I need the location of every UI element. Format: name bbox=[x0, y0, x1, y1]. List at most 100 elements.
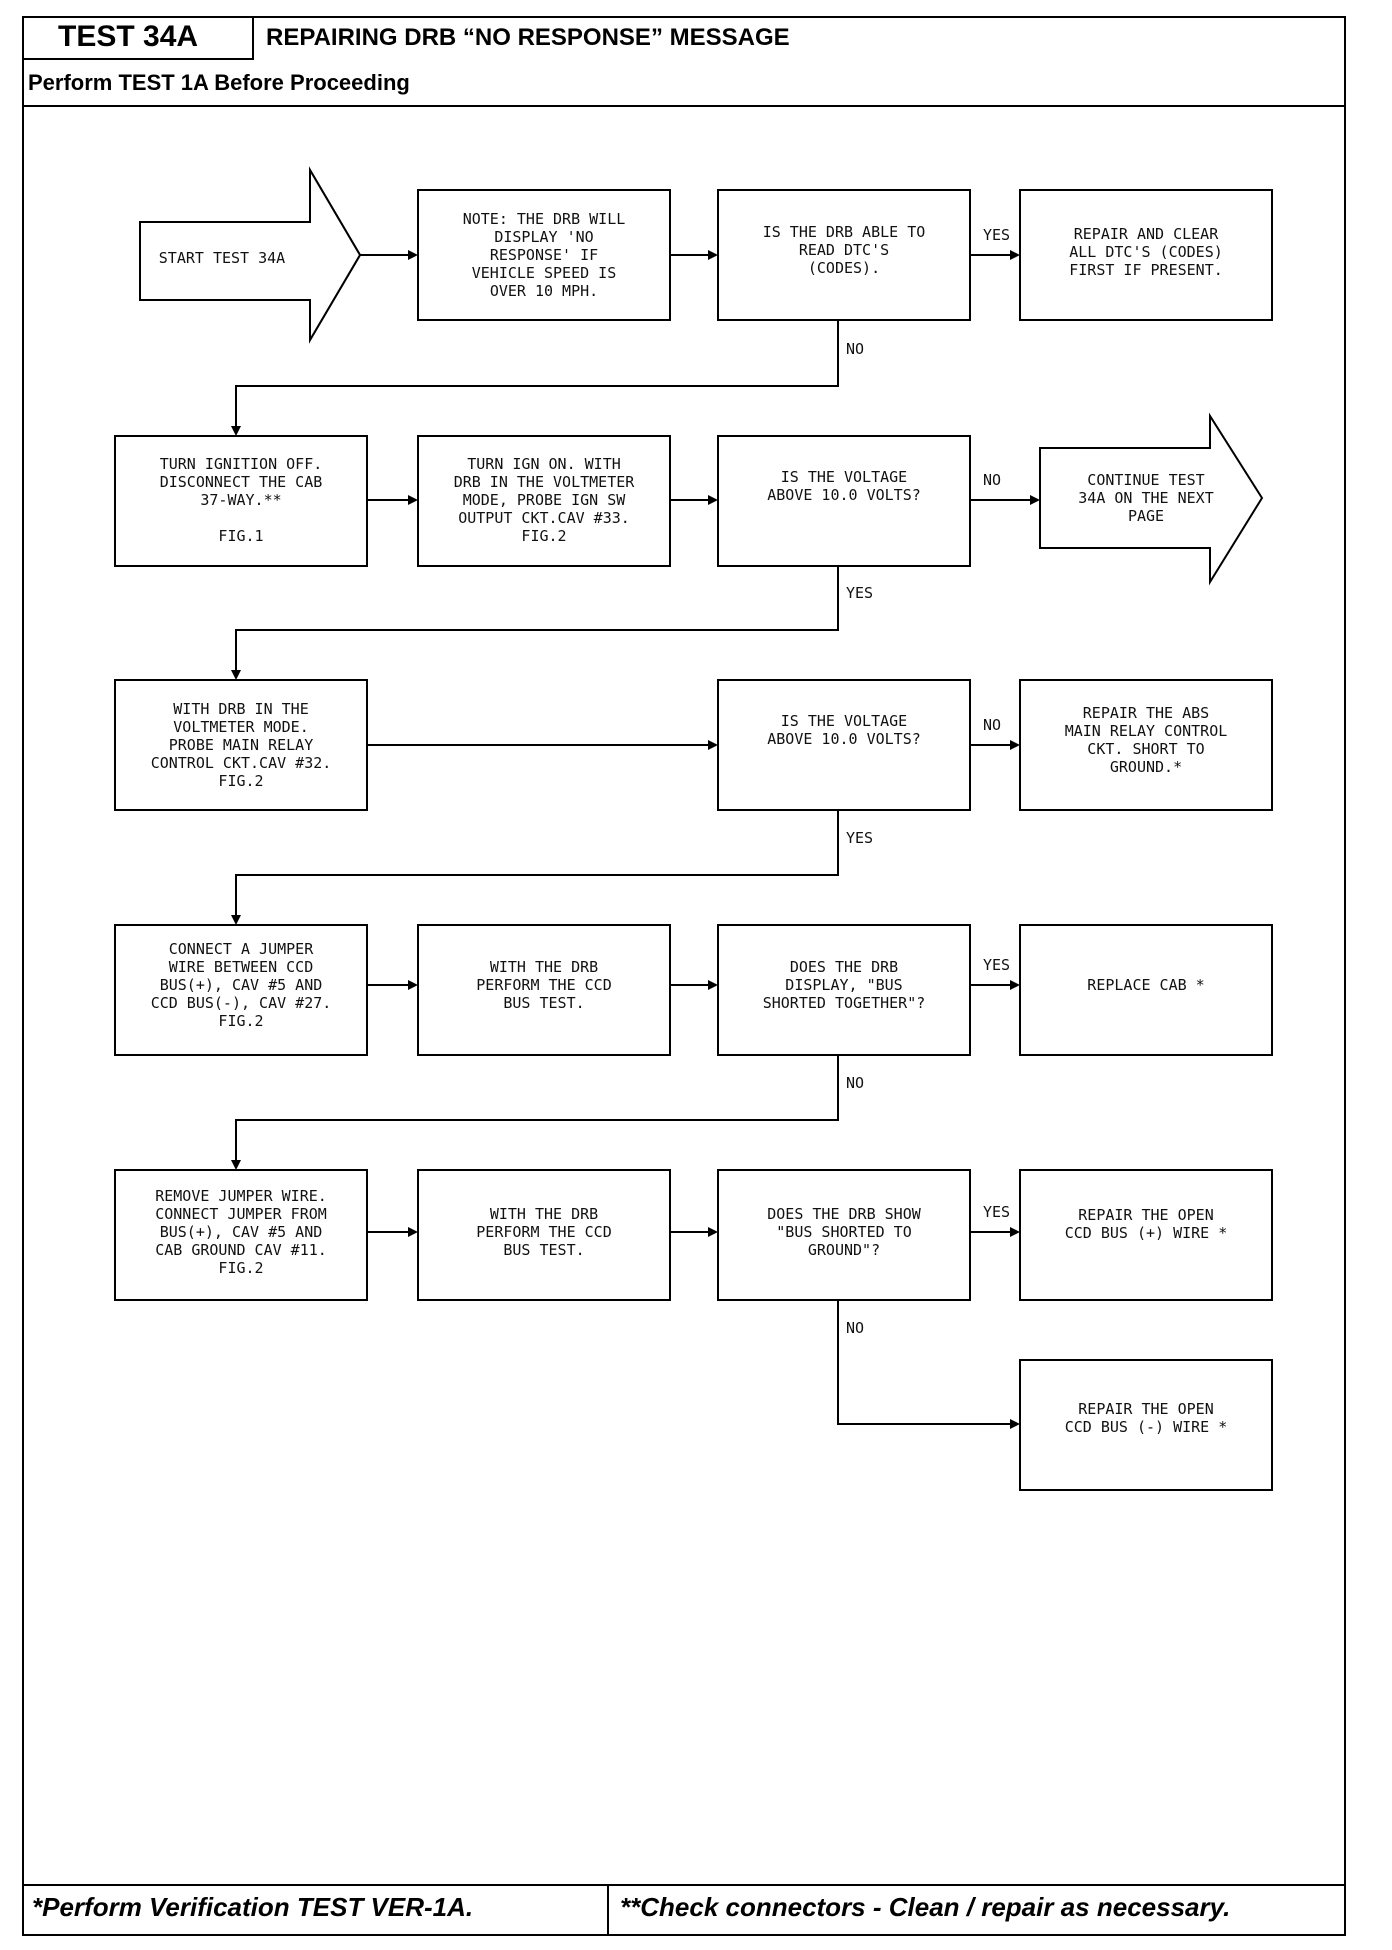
arrowhead bbox=[408, 1227, 418, 1237]
ccd-test-2-box bbox=[417, 1169, 671, 1301]
ccd-test-1-box bbox=[417, 924, 671, 1056]
decision-voltage-1 bbox=[717, 435, 971, 567]
repair-abs-relay-text-line: CKT. SHORT TO bbox=[1087, 740, 1204, 758]
turn-ign-on-text-line: FIG.2 bbox=[521, 527, 566, 545]
with-drb-voltmeter-text-line: CONTROL CKT.CAV #32. bbox=[151, 754, 332, 772]
repair-open-minus-text-line: REPAIR THE OPEN bbox=[1078, 1400, 1213, 1418]
footer-column-divider bbox=[607, 1884, 609, 1936]
arrowhead bbox=[408, 495, 418, 505]
arrowhead bbox=[231, 1160, 241, 1170]
note-text-line: DISPLAY 'NO bbox=[494, 228, 593, 246]
arrowhead bbox=[708, 250, 718, 260]
turn-ign-off-text-line: DISCONNECT THE CAB bbox=[160, 473, 323, 491]
start-node-body bbox=[139, 166, 362, 344]
repair-clear-dtcs-text-line: FIRST IF PRESENT. bbox=[1069, 261, 1223, 279]
arrowhead bbox=[1010, 1419, 1020, 1429]
arrowhead bbox=[708, 740, 718, 750]
question-shorted-together-line: DOES THE DRB bbox=[790, 958, 898, 976]
ccd-test-2-text-line: WITH THE DRB bbox=[490, 1205, 598, 1223]
remove-jumper-box bbox=[114, 1169, 368, 1301]
start-label-line: START TEST 34A bbox=[159, 249, 285, 267]
edge-label-yes: YES bbox=[983, 1203, 1010, 1221]
question-shorted-ground-line: DOES THE DRB SHOW bbox=[767, 1205, 921, 1223]
arrowhead bbox=[1010, 980, 1020, 990]
decision-shorted-ground bbox=[717, 1169, 971, 1301]
repair-open-plus-text-line: CCD BUS (+) WIRE * bbox=[1065, 1224, 1228, 1242]
edge-q1-no bbox=[235, 320, 839, 430]
repair-open-plus-text-line: REPAIR THE OPEN bbox=[1078, 1206, 1213, 1224]
arrowhead bbox=[231, 670, 241, 680]
connect-jumper-text-line: WIRE BETWEEN CCD bbox=[169, 958, 314, 976]
arrowhead bbox=[408, 980, 418, 990]
remove-jumper-text-line: FIG.2 bbox=[218, 1259, 263, 1277]
question-voltage-2-line: IS THE VOLTAGE bbox=[781, 712, 907, 730]
arrowhead bbox=[708, 1227, 718, 1237]
arrowhead bbox=[408, 250, 418, 260]
replace-cab-text-line: REPLACE CAB * bbox=[1087, 976, 1204, 994]
connect-jumper-text-line: CCD BUS(-), CAV #27. bbox=[151, 994, 332, 1012]
question-voltage-1-line: ABOVE 10.0 VOLTS? bbox=[767, 486, 921, 504]
edge-q5-no bbox=[837, 1300, 1014, 1425]
arrowhead bbox=[708, 495, 718, 505]
turn-ign-off-text-line: FIG.1 bbox=[218, 527, 263, 545]
with-drb-voltmeter-text-line: WITH DRB IN THE bbox=[173, 700, 308, 718]
ccd-test-1-text-line: PERFORM THE CCD bbox=[476, 976, 611, 994]
turn-ign-on-box bbox=[417, 435, 671, 567]
note-text-line: VEHICLE SPEED IS bbox=[472, 264, 617, 282]
question-shorted-ground-line: "BUS SHORTED TO bbox=[776, 1223, 911, 1241]
replace-cab-box bbox=[1019, 924, 1273, 1056]
repair-clear-dtcs-box bbox=[1019, 189, 1273, 321]
continue-text-line: PAGE bbox=[1128, 507, 1164, 525]
repair-abs-relay-text-line: GROUND.* bbox=[1110, 758, 1182, 776]
turn-ign-on-text-line: DRB IN THE VOLTMETER bbox=[454, 473, 636, 491]
edge-label-no: NO bbox=[846, 1319, 864, 1337]
edge-label-yes: YES bbox=[983, 226, 1010, 244]
edge-label-yes: YES bbox=[846, 829, 873, 847]
edge-label-no: NO bbox=[983, 471, 1001, 489]
remove-jumper-text-line: CONNECT JUMPER FROM bbox=[155, 1205, 327, 1223]
edge-q3-yes bbox=[235, 810, 839, 919]
page-title: REPAIRING DRB “NO RESPONSE” MESSAGE bbox=[266, 24, 790, 51]
question-read-dtcs-line: READ DTC'S bbox=[799, 241, 889, 259]
question-shorted-ground-line: GROUND"? bbox=[808, 1241, 880, 1259]
turn-ign-on-text-line: OUTPUT CKT.CAV #33. bbox=[458, 509, 630, 527]
header-divider bbox=[22, 105, 1346, 107]
repair-clear-dtcs-text-line: ALL DTC'S (CODES) bbox=[1069, 243, 1223, 261]
repair-abs-relay-text-line: MAIN RELAY CONTROL bbox=[1065, 722, 1228, 740]
connect-jumper-box bbox=[114, 924, 368, 1056]
question-read-dtcs-line: IS THE DRB ABLE TO bbox=[763, 223, 926, 241]
edge-label-no: NO bbox=[846, 1074, 864, 1092]
test-id-label: TEST 34A bbox=[22, 16, 254, 60]
turn-ign-on-text-line: TURN IGN ON. WITH bbox=[467, 455, 621, 473]
connect-jumper-text-line: FIG.2 bbox=[218, 1012, 263, 1030]
continue-text-line: CONTINUE TEST bbox=[1087, 471, 1204, 489]
repair-open-minus-text-line: CCD BUS (-) WIRE * bbox=[1065, 1418, 1228, 1436]
edge-q4-no bbox=[235, 1055, 839, 1164]
repair-open-plus-box bbox=[1019, 1169, 1273, 1301]
connect-jumper-text-line: CONNECT A JUMPER bbox=[169, 940, 314, 958]
with-drb-voltmeter-text-line: VOLTMETER MODE. bbox=[173, 718, 308, 736]
remove-jumper-text-line: REMOVE JUMPER WIRE. bbox=[155, 1187, 327, 1205]
question-voltage-1-line: IS THE VOLTAGE bbox=[781, 468, 907, 486]
turn-ign-on-text-line: MODE, PROBE IGN SW bbox=[463, 491, 627, 509]
ccd-test-1-text-line: BUS TEST. bbox=[503, 994, 584, 1012]
ccd-test-2-text-line: PERFORM THE CCD bbox=[476, 1223, 611, 1241]
turn-ign-off-text-line: TURN IGNITION OFF. bbox=[160, 455, 323, 473]
ccd-test-2-text-line: BUS TEST. bbox=[503, 1241, 584, 1259]
decision-read-dtcs bbox=[717, 189, 971, 321]
note-text-line: RESPONSE' IF bbox=[490, 246, 598, 264]
repair-abs-relay-box bbox=[1019, 679, 1273, 811]
continue-text-line: 34A ON THE NEXT bbox=[1078, 489, 1213, 507]
footer-divider bbox=[22, 1884, 1346, 1886]
page-frame bbox=[22, 16, 1346, 1936]
footer-note-connectors: **Check connectors - Clean / repair as n… bbox=[620, 1892, 1231, 1922]
arrowhead bbox=[231, 915, 241, 925]
remove-jumper-text-line: BUS(+), CAV #5 AND bbox=[160, 1223, 323, 1241]
with-drb-voltmeter-text-line: PROBE MAIN RELAY bbox=[169, 736, 314, 754]
edge-label-yes: YES bbox=[983, 956, 1010, 974]
question-voltage-2-line: ABOVE 10.0 VOLTS? bbox=[767, 730, 921, 748]
repair-abs-relay-text-line: REPAIR THE ABS bbox=[1083, 704, 1209, 722]
note-text-line: OVER 10 MPH. bbox=[490, 282, 598, 300]
arrowhead bbox=[1010, 1227, 1020, 1237]
